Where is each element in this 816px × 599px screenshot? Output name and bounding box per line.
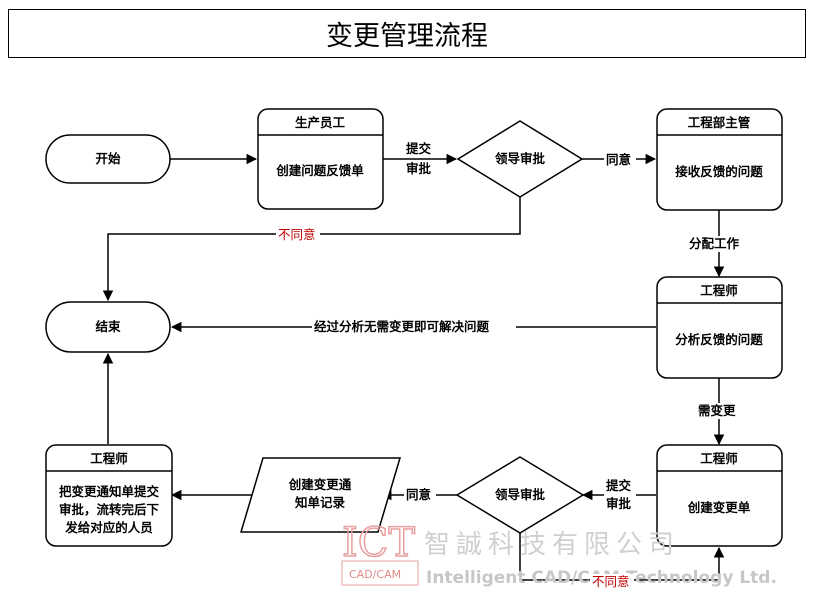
staff-process-box bbox=[257, 108, 384, 210]
watermark-logo-sub: CAD/CAM bbox=[349, 568, 401, 581]
review2-decision bbox=[455, 456, 585, 534]
record-data-box bbox=[239, 457, 402, 533]
submit2-label-line-2: 审批 bbox=[606, 496, 632, 511]
assign-label: 分配工作 bbox=[689, 236, 740, 251]
disagree1-label: 不同意 bbox=[278, 227, 316, 242]
submit1-label-line-1: 提交 bbox=[406, 141, 432, 156]
submit2-label-line-1: 提交 bbox=[606, 478, 632, 493]
watermark-company-cn: 智誠科技有限公司 bbox=[424, 530, 680, 560]
page-title: 变更管理流程 bbox=[8, 9, 806, 58]
end-terminal bbox=[45, 301, 171, 353]
disagree2-label: 不同意 bbox=[592, 574, 630, 589]
engineer3-line-1: 把变更通知单提交 bbox=[59, 484, 160, 499]
edge-review1-reject-to-end bbox=[102, 197, 521, 302]
start-terminal bbox=[45, 134, 171, 184]
manager-body: 接收反馈的问题 bbox=[675, 164, 763, 179]
engineer2-body: 创建变更单 bbox=[687, 500, 751, 515]
engineer3-line-2: 审批，流转完后下 bbox=[59, 502, 160, 517]
review1-decision bbox=[456, 120, 584, 198]
engineer3-line-3: 发给对应的人员 bbox=[64, 520, 153, 535]
staff-header: 生产员工 bbox=[295, 115, 346, 130]
staff-body: 创建问题反馈单 bbox=[275, 163, 364, 178]
agree2-label: 同意 bbox=[406, 487, 431, 502]
engineer1-body: 分析反馈的问题 bbox=[675, 332, 763, 347]
record-line-1: 创建变更通 bbox=[288, 477, 352, 492]
end-label: 结束 bbox=[95, 319, 121, 334]
review2-label: 领导审批 bbox=[495, 487, 546, 502]
watermark-logo: ICT bbox=[342, 520, 415, 566]
engineer2-header: 工程师 bbox=[700, 451, 738, 466]
no-change-label: 经过分析无需变更即可解决问题 bbox=[314, 319, 490, 334]
need-change-label: 需变更 bbox=[698, 403, 736, 418]
watermark: ICT CAD/CAM 智誠科技有限公司 Intelligent CAD/CAM… bbox=[341, 519, 777, 588]
agree1-label: 同意 bbox=[606, 152, 631, 167]
record-line-2: 知单记录 bbox=[294, 495, 346, 510]
review1-label: 领导审批 bbox=[495, 151, 546, 166]
start-label: 开始 bbox=[95, 151, 121, 166]
engineer1-header: 工程师 bbox=[700, 283, 738, 298]
submit1-label-line-2: 审批 bbox=[406, 161, 432, 176]
manager-header: 工程部主管 bbox=[688, 115, 751, 130]
engineer3-header: 工程师 bbox=[90, 451, 128, 466]
